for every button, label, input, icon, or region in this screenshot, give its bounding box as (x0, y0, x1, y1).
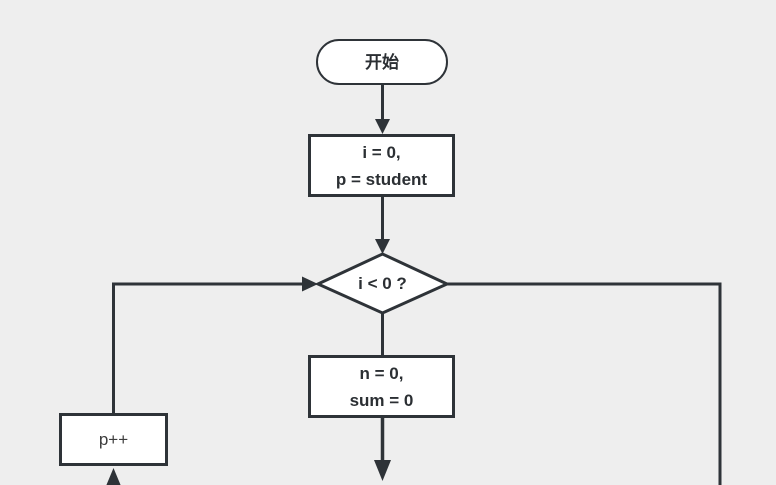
arrowhead-down-icon (375, 239, 390, 254)
node-start-label: 开始 (365, 52, 399, 72)
node-init[interactable]: i = 0, p = student (308, 134, 455, 197)
connector-increment-loop-to-decision[interactable] (112, 276, 319, 414)
connector-offscreen-to-increment[interactable] (106, 468, 121, 485)
node-reset-label: n = 0, sum = 0 (349, 363, 414, 410)
node-increment[interactable]: p++ (59, 413, 168, 466)
node-init-label: i = 0, p = student (335, 142, 428, 189)
connector-decision-right-branch[interactable] (447, 282, 722, 485)
node-reset[interactable]: n = 0, sum = 0 (308, 355, 455, 418)
arrowhead-down-icon (374, 460, 391, 481)
node-start[interactable]: 开始 (316, 39, 448, 85)
decision-diamond-shape[interactable] (314, 252, 451, 315)
arrowhead-up-icon (106, 468, 121, 485)
node-increment-label: p++ (98, 430, 129, 449)
arrowhead-right-icon (302, 276, 318, 292)
connector-reset-down-offscreen[interactable] (374, 418, 391, 481)
arrowhead-down-icon (375, 119, 390, 134)
connector-init-to-decision[interactable] (375, 197, 390, 254)
connector-start-to-init[interactable] (375, 84, 390, 134)
